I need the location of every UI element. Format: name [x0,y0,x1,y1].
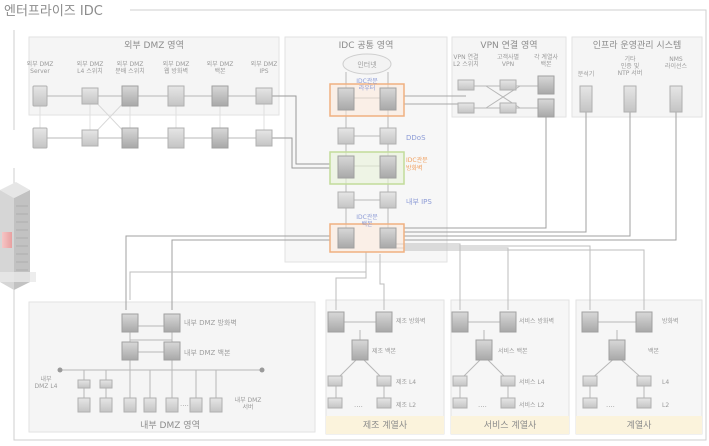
svg-text:내부 DMZ 방화벽: 내부 DMZ 방화벽 [184,318,237,327]
svg-text:L4: L4 [662,379,669,386]
zone-title-infra: 인프라 운영관리 시스템 [593,39,682,51]
svg-text:제조 방화벽: 제조 방화벽 [396,317,426,325]
svg-text:L2: L2 [662,402,669,409]
zone-title-vpn: VPN 연결 영역 [480,40,537,51]
zone-title-internal-dmz: 내부 DMZ 영역 [140,420,200,431]
outer-frame [13,9,707,441]
internet-label: 인터넷 [357,60,377,69]
svg-text:제조 L4: 제조 L4 [396,378,416,386]
diagram-title: 엔터프라이즈 IDC [4,4,103,19]
zone-title-aff: 계열사 [627,419,653,431]
svg-text:제조 L2: 제조 L2 [396,401,416,409]
svg-text:방화벽: 방화벽 [662,317,679,325]
internal-dmz-devices [57,313,265,413]
svg-text:내부 IPS: 내부 IPS [406,197,432,206]
svg-text:....: .... [354,401,363,409]
zone-title-idc-common: IDC 공통 영역 [339,40,394,51]
zone-external-dmz [28,36,280,116]
svc-labels: 서비스 방화벽 서비스 백본 서비스 L4 서비스 L2 .... [478,317,554,409]
svg-text:백본: 백본 [648,347,660,355]
idc-devices [337,87,397,249]
svg-text:분석기: 분석기 [578,70,595,78]
vpn-devices [457,75,555,118]
aff-devices [581,311,653,409]
ext-dmz-devices [32,85,273,149]
zone-title-external-dmz: 외부 DMZ 영역 [124,39,184,51]
svg-text:....: .... [478,401,487,409]
svg-text:서비스 백본: 서비스 백본 [498,347,528,355]
svg-text:내부 DMZ 백본: 내부 DMZ 백본 [184,348,231,357]
svg-text:제조 백본: 제조 백본 [372,347,396,355]
zone-title-mfg: 제조 계열사 [363,419,408,431]
mfg-labels: 제조 방화벽 제조 백본 제조 L4 제조 L2 .... [354,317,426,409]
aff-footer [576,416,702,434]
svg-text:DDoS: DDoS [406,134,426,142]
internet-cloud: 인터넷 [342,53,392,75]
svg-text:서비스 L2: 서비스 L2 [519,401,545,409]
svg-text:서비스 방화벽: 서비스 방화벽 [519,317,554,325]
mfg-devices [327,311,393,409]
mfg-footer [326,416,444,434]
svc-devices [451,311,517,409]
zone-title-svc: 서비스 계열사 [484,419,537,431]
infra-devices [579,85,683,113]
svc-footer [451,416,569,434]
svg-text:....: .... [606,401,615,409]
aff-labels: 방화벽 백본 L4 L2 .... [606,317,679,409]
svg-text:....: .... [180,400,189,408]
datacenter-building-icon [0,182,36,290]
svg-text:서비스 L4: 서비스 L4 [519,378,545,386]
